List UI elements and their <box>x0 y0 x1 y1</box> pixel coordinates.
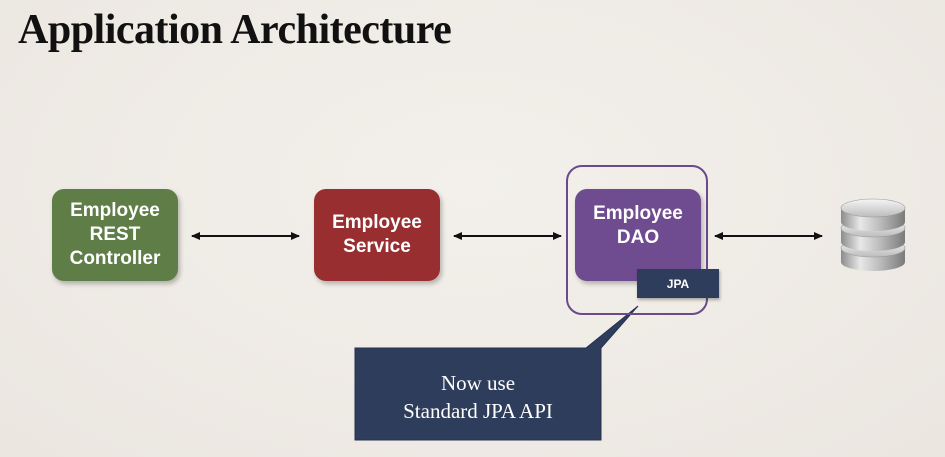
page-title: Application Architecture <box>18 7 452 53</box>
callout-line2: Standard JPA API <box>403 399 553 423</box>
dao-label-line1: Employee <box>593 203 683 224</box>
service-label-line1: Employee <box>332 212 422 233</box>
controller-label-line2: REST <box>89 224 141 245</box>
callout-text: Now use Standard JPA API <box>355 365 601 429</box>
controller-label-line1: Employee <box>70 200 160 221</box>
employee-rest-controller-box: Employee REST Controller <box>52 189 178 281</box>
jpa-tag: JPA <box>637 269 719 298</box>
dao-highlight-outline <box>566 165 708 315</box>
service-label-line2: Service <box>343 236 411 257</box>
callout-bubble <box>354 305 639 441</box>
callout-line1: Now use <box>440 371 516 395</box>
controller-label-line3: Controller <box>69 248 161 269</box>
dao-label-line2: DAO <box>616 227 660 248</box>
employee-service-box: Employee Service <box>314 189 440 281</box>
employee-dao-box: Employee DAO <box>575 189 701 281</box>
database-icon <box>840 198 906 271</box>
